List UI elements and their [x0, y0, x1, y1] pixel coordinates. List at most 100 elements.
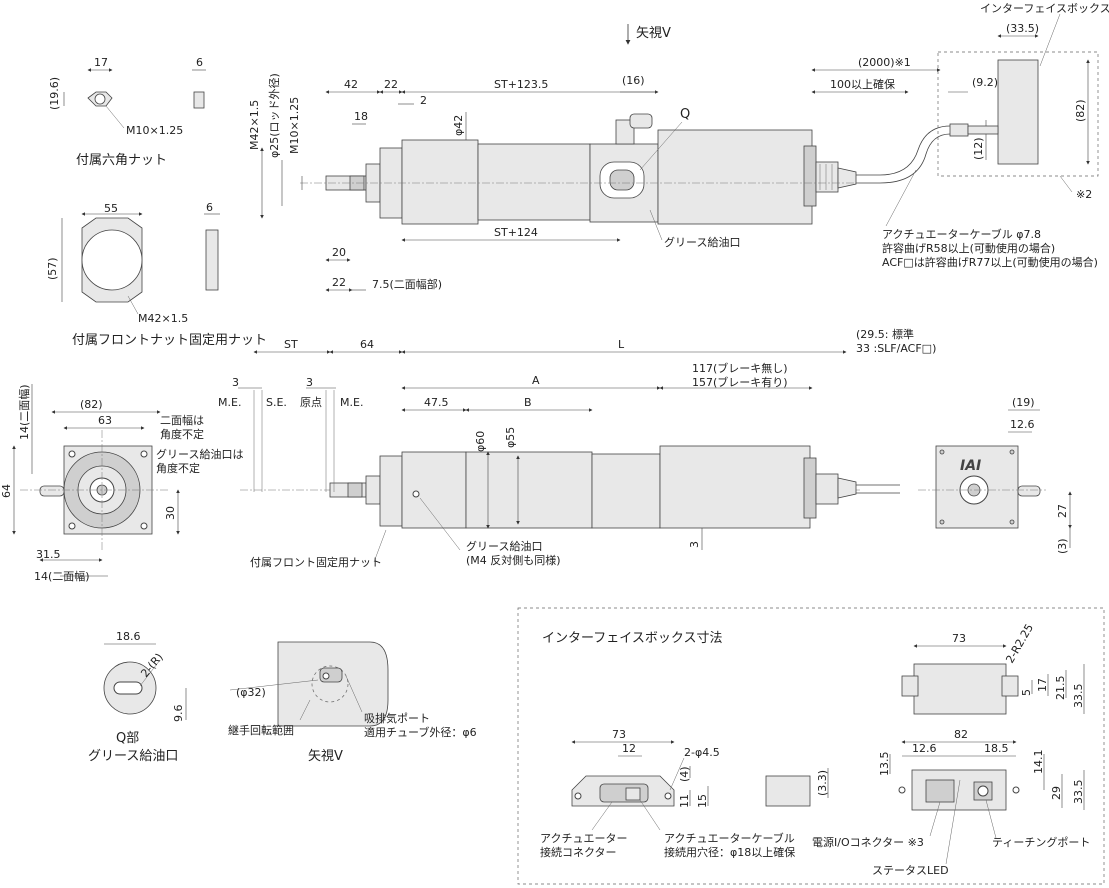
se-label: S.E. [266, 396, 287, 409]
dim-st: ST [284, 338, 298, 351]
dim-20: 20 [332, 246, 346, 259]
front-nut-width: 55 [104, 202, 118, 215]
ibox-note: ※2 [1076, 188, 1092, 201]
dim-m10: M10×1.25 [288, 97, 301, 154]
cable-note-1: アクチュエーターケーブル φ7.8 [882, 227, 1041, 241]
ibox-title: インターフェイスボックス [980, 2, 1109, 15]
if-5: 5 [1020, 689, 1033, 696]
q-label-1: Q部 [116, 731, 139, 746]
if-17: 17 [1036, 678, 1049, 692]
if-status: ステータスLED [872, 864, 949, 877]
dim-3a: 3 [232, 376, 239, 389]
hex-nut-height: (19.6) [48, 77, 61, 110]
v-range: 継手回転範囲 [228, 723, 294, 737]
dim-phi60: φ60 [474, 431, 487, 452]
cable-100: 100以上確保 [830, 77, 895, 91]
me-label-1: M.E. [218, 396, 241, 409]
v-port-2: 適用チューブ外径：φ6 [364, 725, 477, 739]
hex-nut-view: 17 (19.6) 6 M10×1.25 付属六角ナット [48, 56, 206, 168]
dim-82: (82) [80, 398, 103, 411]
dim-st1235: ST+123.5 [494, 78, 548, 91]
dim-std2: 33 :SLF/ACF□) [856, 342, 936, 355]
hex-nut-title: 付属六角ナット [76, 153, 167, 168]
front-nut-title: 付属フロントナット固定用ナット [72, 333, 267, 348]
brake-with: 157(ブレーキ有り) [692, 375, 788, 389]
dim-st124: ST+124 [494, 226, 538, 239]
if-33: (3.3) [816, 770, 829, 796]
dim-std: (29.5: 標準 [856, 327, 914, 341]
dim-12: (12) [972, 137, 985, 160]
if-11: 11 [678, 794, 691, 808]
if-335b: 33.5 [1072, 780, 1085, 805]
rear-19: (19) [1012, 396, 1035, 409]
dim-315: 31.5 [36, 548, 61, 561]
q-label: Q [680, 107, 690, 122]
note-2b: 角度不定 [156, 461, 200, 475]
front-view: 14(二面幅) (82) 63 二面幅は 角度不定 グリース給油口は 角度不定 … [0, 384, 243, 583]
dim-l: L [618, 338, 625, 351]
if-185: 18.5 [984, 742, 1009, 755]
dim-14a: 14(二面幅) [18, 384, 31, 440]
q-label-2: グリース給油口 [88, 749, 178, 764]
if-r225: 2-R2.25 [1003, 622, 1036, 666]
grease-note-1: グリース給油口 [466, 539, 542, 553]
if-135: 13.5 [878, 752, 891, 777]
cable-note-2: 許容曲げR58以上(可動使用の場合) [882, 241, 1055, 255]
view-v: (φ32) 継手回転範囲 吸排気ポート 適用チューブ外径：φ6 矢視V [228, 641, 477, 764]
hex-nut-width: 17 [94, 56, 108, 69]
if-82: 82 [954, 728, 968, 741]
note-1a: 二面幅は [160, 414, 204, 427]
view-v-arrow: 矢視V [625, 24, 671, 45]
front-nut-height: (57) [46, 257, 59, 280]
ifbox-dims: インターフェイスボックス寸法 73 2-R2.25 5 17 21.5 33.5… [517, 607, 1105, 885]
if-73a: 73 [952, 632, 966, 645]
dim-b: B [524, 396, 532, 409]
brake-none: 117(ブレーキ無し) [692, 361, 788, 375]
v-32: (φ32) [236, 686, 266, 699]
rear-3: (3) [1056, 538, 1069, 554]
if-29: 29 [1050, 786, 1063, 800]
front-nut-view: 55 (57) 6 M42×1.5 付属フロントナット固定用ナット [46, 201, 267, 348]
if-73b: 73 [612, 728, 626, 741]
note-2a: グリース給油口は [156, 447, 243, 461]
interface-box-top: (33.5) (82) インターフェイスボックス ※2 [937, 2, 1109, 201]
dim-30: 30 [164, 506, 177, 520]
me-label-2: M.E. [340, 396, 363, 409]
iai-logo: IAI [960, 458, 981, 474]
dim-phi55: φ55 [504, 427, 517, 448]
dim-16: (16) [622, 74, 645, 87]
dim-64f: 64 [0, 484, 13, 498]
dim-63: 63 [98, 414, 112, 427]
dim-phi42: φ42 [452, 115, 465, 136]
if-power: 電源I/Oコネクター ※3 [812, 835, 924, 849]
dim-phi25: φ25(ロッド外径) [268, 73, 281, 158]
dim-3b: 3 [306, 376, 313, 389]
if-cab-1: アクチュエーターケーブル [664, 831, 795, 845]
dim-42: 42 [344, 78, 358, 91]
v-label: 矢視V [308, 749, 343, 764]
if-hole: 2-φ4.5 [684, 746, 720, 759]
q-96: 9.6 [172, 705, 185, 723]
note-1b: 角度不定 [160, 427, 204, 441]
if-4: (4) [678, 766, 691, 782]
cable-length: (2000)※1 [858, 56, 911, 69]
if-conn-1: アクチュエーター [540, 832, 627, 845]
q-186: 18.6 [116, 630, 141, 643]
if-cab-2: 接続用穴径：φ18以上確保 [664, 845, 795, 859]
if-141: 14.1 [1032, 750, 1045, 775]
hex-nut-thickness: 6 [196, 56, 203, 69]
rear-126: 12.6 [1010, 418, 1035, 431]
grease-label-top: グリース給油口 [664, 235, 740, 249]
ibox-width: (33.5) [1006, 22, 1039, 35]
if-conn-2: 接続コネクター [540, 845, 617, 859]
dim-22b: 22 [332, 276, 346, 289]
ibox-height: (82) [1074, 99, 1087, 122]
side-view: ST 64 L (29.5: 標準 33 :SLF/ACF□) 3 3 M.E.… [218, 327, 936, 569]
q-part-view: 18.6 2-(R) 9.6 Q部 グリース給油口 [88, 630, 187, 764]
ifbox-title: インターフェイスボックス寸法 [542, 631, 722, 646]
rear-27: 27 [1056, 504, 1069, 518]
front-nut-thread: M42×1.5 [138, 312, 188, 325]
rear-view: IAI (19) 12.6 27 (3) [918, 396, 1072, 554]
front-nut-note: 付属フロント固定用ナット [250, 555, 382, 569]
